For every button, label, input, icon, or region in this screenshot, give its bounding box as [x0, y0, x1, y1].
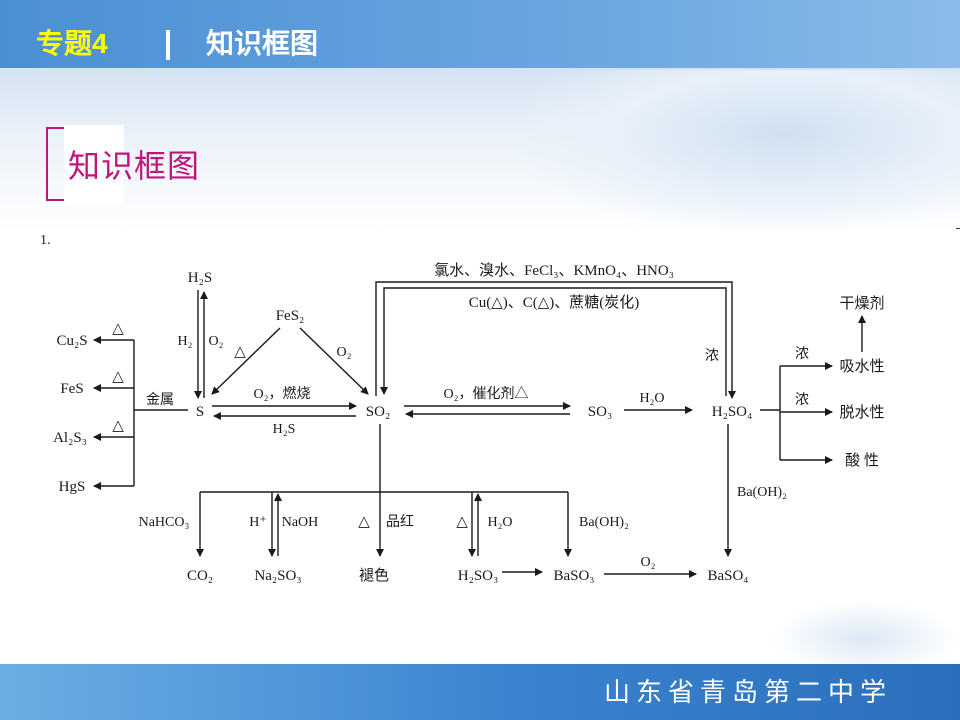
header-separator [166, 30, 170, 60]
footer-bar [0, 664, 960, 720]
heat-label-al2s3: △ [112, 418, 124, 434]
catalyst-label: O₂，催化剂△ [444, 386, 529, 402]
topic-label: 专题4 [36, 28, 108, 59]
heat-label-fes: △ [112, 369, 124, 385]
oxidants-label: 氯水、溴水、FeCl₃、KMnO₄、HNO₃ [434, 262, 674, 279]
baso3-node: BaSO₃ [553, 568, 594, 584]
conc-dehydrate-label: 浓 [795, 392, 809, 408]
heat-label-cu2s: △ [112, 321, 124, 337]
header-bar [0, 0, 960, 68]
baoh2-right-label: Ba(OH)₂ [737, 485, 787, 500]
desiccant-node: 干燥剂 [839, 295, 884, 312]
o2-left-label: O₂ [209, 334, 224, 349]
conc-label: 浓 [705, 348, 719, 364]
conc-absorb-label: 浓 [795, 346, 809, 362]
item-number: 1. [40, 233, 51, 248]
metal-sulfide-branch [93, 336, 188, 490]
cu2s-node: Cu₂S [56, 333, 87, 349]
background-cloud [520, 70, 960, 230]
h2s-top-node: H₂S [188, 270, 212, 286]
so2-h2so4-loop [375, 281, 736, 399]
fade-node: 褪色 [359, 567, 389, 584]
nahco3-label: NaHCO₃ [139, 515, 190, 530]
fes-node: FeS [60, 381, 83, 397]
corner-decoration [770, 600, 960, 664]
heat-label-h2so3: △ [456, 514, 468, 530]
reduction-path-arrow [380, 287, 727, 396]
o2-right-label: O₂ [337, 345, 352, 360]
school-name: 山东省青岛第二中学 [604, 678, 893, 708]
co2-node: CO₂ [187, 568, 213, 584]
metal-label: 金属 [146, 392, 174, 408]
acidity-node: 酸 性 [845, 452, 879, 469]
water-label: H₂O [639, 391, 664, 406]
hgs-node: HgS [59, 479, 86, 495]
h-plus-label: H⁺ [249, 515, 267, 530]
h2so4-properties-branch [760, 315, 866, 464]
oxidation-path-arrow [375, 281, 736, 399]
header-title: 知识框图 [206, 28, 319, 59]
heat-label-fes2: △ [234, 344, 246, 360]
naoh-label: NaOH [282, 515, 319, 530]
h2so4-node: H₂SO₄ [712, 404, 752, 420]
h2so3-node: H₂SO₃ [458, 568, 498, 584]
reductants-label: Cu(△)、C(△)、蔗糖(炭化) [469, 294, 640, 311]
section-title-frame-gap [64, 125, 124, 205]
s-node: S [196, 404, 204, 420]
dehydrate-node: 脱水性 [839, 404, 884, 421]
dye-label: 品红 [386, 514, 414, 530]
burn-label: O₂，燃烧 [254, 385, 311, 402]
so3-node: SO₃ [588, 404, 612, 420]
fes2-to-so2-arrow [299, 327, 369, 395]
section-title: 知识框图 [68, 148, 201, 184]
fes2-node: FeS₂ [276, 308, 305, 324]
so2-bottom-branch [196, 424, 697, 578]
baoh2-bottom-label: Ba(OH)₂ [579, 515, 629, 530]
fes2-to-s-arrow [211, 327, 281, 395]
o2-bottom-label: O₂ [641, 555, 656, 570]
al2s3-node: Al₂S₃ [53, 430, 87, 446]
water-h2so3-label: H₂O [487, 515, 512, 530]
absorb-node: 吸水性 [839, 358, 884, 375]
so2-node: SO₂ [366, 404, 390, 420]
na2so3-node: Na₂SO₃ [254, 568, 301, 584]
h2s-back-label: H₂S [273, 422, 296, 437]
heat-label-dye: △ [358, 514, 370, 530]
edge-mark [956, 228, 960, 229]
h2-label: H₂ [178, 334, 193, 349]
baso4-node: BaSO₄ [707, 568, 748, 584]
